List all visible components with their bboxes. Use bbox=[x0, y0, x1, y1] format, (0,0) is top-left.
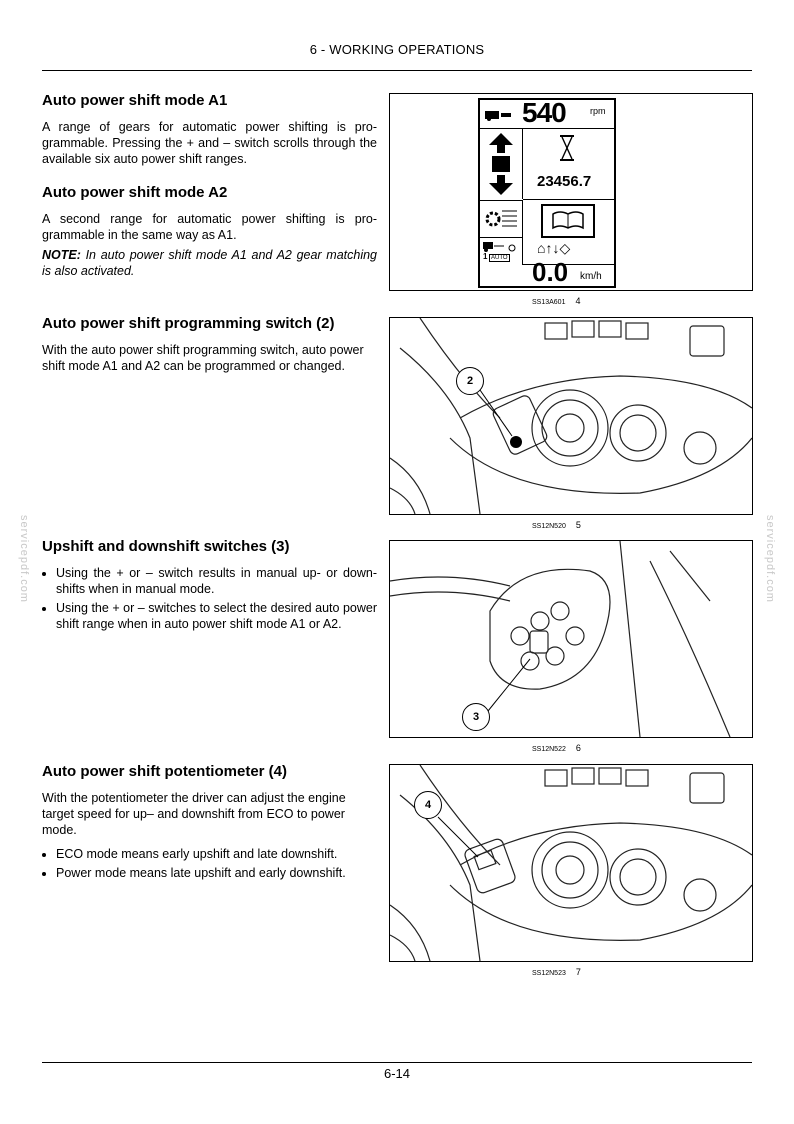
figure-caption: SS12N522 6 bbox=[532, 743, 581, 753]
bullet-list: ECO mode means early upshift and late do… bbox=[42, 846, 377, 881]
joystick-drawing bbox=[390, 541, 731, 737]
callout-4: 4 bbox=[414, 791, 442, 819]
figure-number: 6 bbox=[575, 743, 581, 753]
figure-number: 4 bbox=[575, 296, 581, 306]
bullet-list: Using the + or – switch results in manua… bbox=[42, 565, 377, 632]
manual-cell: ⌂↑↓◇ bbox=[523, 200, 614, 265]
footer-rule bbox=[42, 1062, 752, 1063]
tractor-pto-icon bbox=[485, 111, 511, 121]
section-body: A second range for automatic power shift… bbox=[42, 212, 377, 242]
section-programming-switch: Auto power shift programming switch (2) … bbox=[42, 315, 377, 374]
section-title: Auto power shift programming switch (2) bbox=[42, 315, 335, 332]
watermark-right: servicepdf.com bbox=[764, 515, 776, 603]
section-body: With the auto power shift programming sw… bbox=[42, 343, 364, 373]
section-title: Upshift and downshift switches (3) bbox=[42, 538, 290, 555]
book-icon bbox=[552, 211, 584, 230]
figure-console-potentiometer: 4 bbox=[389, 764, 753, 962]
rpm-row: 540 rpm bbox=[480, 97, 614, 129]
hourglass-icon bbox=[560, 135, 574, 161]
speed-value: 0.0 bbox=[532, 257, 569, 287]
note-text: In auto power shift mode A1 and A2 gear … bbox=[42, 248, 377, 278]
auto-cell: 1 AUTO bbox=[480, 237, 523, 265]
watermark-left: servicepdf.com bbox=[18, 515, 30, 603]
figure-code: SS12N522 bbox=[532, 746, 566, 753]
figure-caption: SS12N523 7 bbox=[532, 967, 581, 977]
section-title: Auto power shift mode A2 bbox=[42, 184, 228, 201]
page-number: 6-14 bbox=[383, 1066, 411, 1081]
direction-cell bbox=[480, 129, 523, 199]
section-body: With the potentiometer the driver can ad… bbox=[42, 791, 346, 837]
list-item: Using the + or – switches to select the … bbox=[56, 600, 377, 632]
section-shift-switches: Upshift and downshift switches (3) Using… bbox=[42, 538, 377, 635]
note: NOTE: In auto power shift mode A1 and A2… bbox=[42, 247, 377, 279]
rpm-value: 540 bbox=[522, 97, 567, 128]
figure-display: 540 rpm 23456.7 bbox=[389, 93, 753, 291]
figure-caption: SS12N520 5 bbox=[532, 520, 581, 530]
section-body: A range of gears for automatic power shi… bbox=[42, 120, 377, 166]
figure-caption: SS13A601 4 bbox=[532, 296, 581, 306]
section-title: Auto power shift potentiometer (4) bbox=[42, 763, 287, 780]
tractor-implement-icon bbox=[483, 242, 516, 252]
figure-code: SS13A601 bbox=[532, 299, 566, 306]
figure-number: 7 bbox=[575, 967, 581, 977]
hours-cell: 23456.7 bbox=[523, 129, 614, 200]
section-a2: Auto power shift mode A2 A second range … bbox=[42, 184, 377, 279]
figure-joystick: 3 bbox=[389, 540, 753, 738]
section-title: Auto power shift mode A1 bbox=[42, 92, 228, 109]
speed-unit: km/h bbox=[580, 271, 602, 282]
section-a1: Auto power shift mode A1 A range of gear… bbox=[42, 92, 377, 167]
page-header: 6 - WORKING OPERATIONS bbox=[309, 42, 485, 57]
list-item: Power mode means late upshift and early … bbox=[56, 865, 377, 881]
hours-value: 23456.7 bbox=[537, 173, 592, 190]
gear-cell bbox=[480, 200, 523, 237]
display-panel: 540 rpm 23456.7 bbox=[478, 97, 616, 288]
home-up-down-icon: ⌂↑↓◇ bbox=[537, 240, 571, 256]
auto-label: AUTO bbox=[489, 254, 510, 262]
manual-book-frame bbox=[541, 204, 595, 238]
header-rule bbox=[42, 70, 752, 71]
console-drawing bbox=[390, 765, 752, 961]
speed-row: 0.0 km/h bbox=[480, 257, 614, 287]
auto-number: 1 bbox=[483, 252, 488, 261]
direction-arrows-icon bbox=[489, 133, 513, 195]
figure-console-switch: 2 bbox=[389, 317, 753, 515]
figure-code: SS12N520 bbox=[532, 523, 566, 530]
section-potentiometer: Auto power shift potentiometer (4) With … bbox=[42, 763, 377, 884]
list-item: Using the + or – switch results in manua… bbox=[56, 565, 377, 597]
callout-3: 3 bbox=[462, 703, 490, 731]
rpm-unit: rpm bbox=[590, 106, 606, 116]
list-item: ECO mode means early upshift and late do… bbox=[56, 846, 377, 862]
console-drawing bbox=[390, 318, 752, 514]
note-label: NOTE: bbox=[42, 248, 81, 262]
figure-code: SS12N523 bbox=[532, 970, 566, 977]
gear-settings-icon bbox=[485, 210, 517, 227]
figure-number: 5 bbox=[575, 520, 581, 530]
callout-2: 2 bbox=[456, 367, 484, 395]
